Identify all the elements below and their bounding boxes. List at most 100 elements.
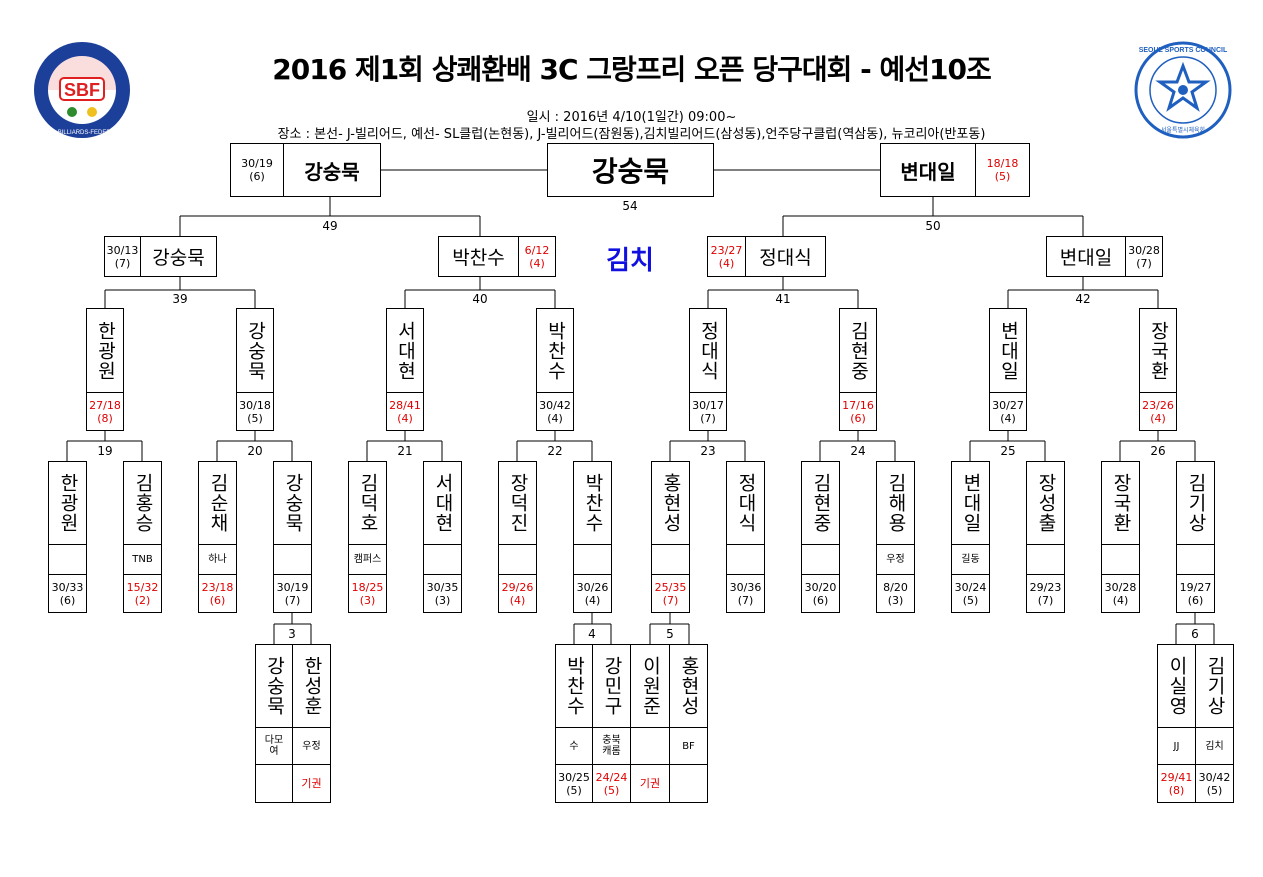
final-right-box: 변대일 18/18 (5) <box>880 143 1030 197</box>
quarter-score: 28/41 (4) <box>389 398 421 425</box>
quarter-player-box: 변대일 30/27 (4) <box>989 308 1027 431</box>
r16-score: 30/33 (6) <box>51 580 84 607</box>
r16-score: 19/27 (6) <box>1179 580 1212 607</box>
prelim-score: 29/41 (8) <box>1158 765 1196 802</box>
r16-score: 30/35 (3) <box>426 580 459 607</box>
quarter-player-box: 장국환 23/26 (4) <box>1139 308 1177 431</box>
semi-player-box: 30/13 (7) 강숭묵 <box>104 236 217 277</box>
r16-player-box: 변대일 길동 30/24 (5) <box>951 461 990 613</box>
prelim-club: 김치 <box>1196 728 1233 765</box>
r16-score: 30/20 (6) <box>804 580 837 607</box>
r16-player-box: 김홍승 TNB 15/32 (2) <box>123 461 162 613</box>
r16-score: 15/32 (2) <box>126 580 159 607</box>
r16-club <box>727 545 764 575</box>
prelim-match-number: 4 <box>588 627 596 641</box>
prelim-score <box>670 765 707 802</box>
r16-name: 김해용 <box>877 462 914 545</box>
r16-club <box>574 545 611 575</box>
prelim-box: 이원준 홍현성 BF 기권 <box>630 644 708 803</box>
semi-player-box: 변대일 30/28 (7) <box>1046 236 1163 277</box>
r16-club: 캠퍼스 <box>349 545 386 575</box>
semi-score: 30/28 (7) <box>1128 243 1160 270</box>
semi-score: 6/12 (4) <box>524 243 550 270</box>
quarter-player-box: 한광원 27/18 (8) <box>86 308 124 431</box>
semi-score: 30/13 (7) <box>105 237 141 276</box>
prelim-match-number: 3 <box>288 627 296 641</box>
r16-club <box>49 545 86 575</box>
quarter-name: 서대현 <box>387 309 423 393</box>
r16-player-box: 정대식 30/36 (7) <box>726 461 765 613</box>
r16-player-box: 장성출 29/23 (7) <box>1026 461 1065 613</box>
final-match-number: 54 <box>622 199 638 213</box>
r16-name: 한광원 <box>49 462 86 545</box>
prelim-score <box>256 765 293 802</box>
prelim-name: 홍현성 <box>670 645 707 728</box>
r16-score: 30/24 (5) <box>954 580 987 607</box>
quarter-name: 박찬수 <box>537 309 573 393</box>
final-right-name: 변대일 <box>881 144 976 196</box>
sbf-logo-text: SBF <box>64 80 100 100</box>
quarter-name: 변대일 <box>990 309 1026 393</box>
r16-player-box: 강숭묵 30/19 (7) <box>273 461 312 613</box>
r16-score: 8/20 (3) <box>883 580 908 607</box>
r16-name: 김기상 <box>1177 462 1214 545</box>
prelim-score: 30/25 (5) <box>556 765 593 802</box>
r16-player-box: 김덕호 캠퍼스 18/25 (3) <box>348 461 387 613</box>
quarter-player-box: 박찬수 30/42 (4) <box>536 308 574 431</box>
r16-score: 30/36 (7) <box>729 580 762 607</box>
r16-match-number: 24 <box>850 444 866 458</box>
semi-score: 23/27 (4) <box>708 237 746 276</box>
r16-name: 장국환 <box>1102 462 1139 545</box>
semi-match-number: 50 <box>925 219 941 233</box>
semi-name: 정대식 <box>759 247 812 269</box>
sponsor-label: 김치 <box>606 246 654 276</box>
r16-club <box>652 545 689 575</box>
quarter-score: 23/26 (4) <box>1142 398 1174 425</box>
r16-player-box: 서대현 30/35 (3) <box>423 461 462 613</box>
final-winner-box: 강숭묵 <box>547 143 714 197</box>
prelim-name: 박찬수 <box>556 645 593 728</box>
final-left-box: 30/19 (6) 강숭묵 <box>230 143 381 197</box>
quarter-score: 30/17 (7) <box>692 398 724 425</box>
r16-club <box>1102 545 1139 575</box>
r16-name: 박찬수 <box>574 462 611 545</box>
semi-player-box: 23/27 (4) 정대식 <box>707 236 826 277</box>
quarter-score: 30/42 (4) <box>539 398 571 425</box>
r16-name: 장성출 <box>1027 462 1064 545</box>
semi-name: 박찬수 <box>439 237 519 276</box>
r16-match-number: 20 <box>247 444 263 458</box>
quarter-score: 27/18 (8) <box>89 398 121 425</box>
quarter-name: 강숭묵 <box>237 309 273 393</box>
prelim-score: 24/24 (5) <box>595 770 628 797</box>
prelim-box: 이실영 김기상 JJ 김치 29/41 (8) 30/42 (5) <box>1157 644 1234 803</box>
quarter-score: 30/27 (4) <box>992 398 1024 425</box>
quarter-player-box: 강숭묵 30/18 (5) <box>236 308 274 431</box>
prelim-club: BF <box>670 728 707 765</box>
prelim-club: 충북캐롬 <box>593 728 630 765</box>
prelim-club: JJ <box>1158 728 1196 765</box>
r16-name: 김순채 <box>199 462 236 545</box>
r16-match-number: 23 <box>700 444 716 458</box>
r16-club <box>1177 545 1214 575</box>
r16-score: 18/25 (3) <box>351 580 384 607</box>
r16-score: 30/28 (4) <box>1104 580 1137 607</box>
r16-match-number: 21 <box>397 444 413 458</box>
r16-player-box: 김현중 30/20 (6) <box>801 461 840 613</box>
prelim-name: 강민구 <box>593 645 630 728</box>
quarter-player-box: 김현중 17/16 (6) <box>839 308 877 431</box>
council-ring-text: SEOUL SPORTS COUNCIL <box>1139 47 1228 54</box>
quarter-match-number: 39 <box>172 292 188 306</box>
r16-club: 길동 <box>952 545 989 575</box>
r16-name: 김홍승 <box>124 462 161 545</box>
final-right-score: 18/18 (5) <box>986 157 1019 183</box>
r16-player-box: 김기상 19/27 (6) <box>1176 461 1215 613</box>
r16-score: 30/26 (4) <box>576 580 609 607</box>
quarter-player-box: 정대식 30/17 (7) <box>689 308 727 431</box>
prelim-score: 기권 <box>301 777 322 790</box>
quarter-name: 정대식 <box>690 309 726 393</box>
r16-club <box>274 545 311 575</box>
r16-match-number: 26 <box>1150 444 1166 458</box>
semi-player-box: 박찬수 6/12 (4) <box>438 236 556 277</box>
r16-name: 변대일 <box>952 462 989 545</box>
